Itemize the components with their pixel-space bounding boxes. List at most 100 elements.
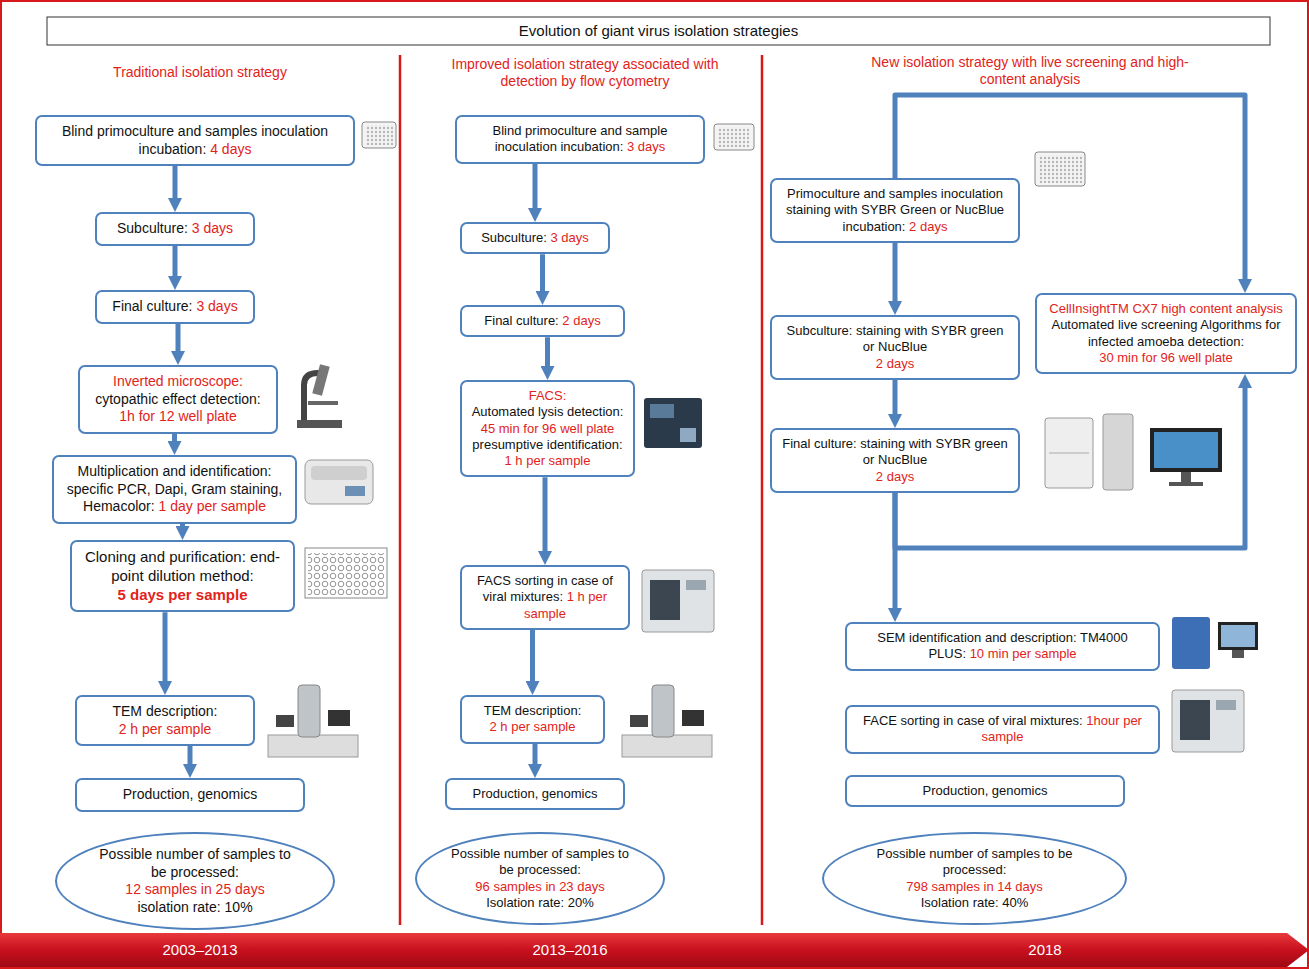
box-text: 4 days: [210, 141, 251, 157]
box-text: Isolation rate: 40%: [858, 895, 1091, 911]
dilution-grid-icon: [305, 548, 387, 598]
process-box: Production, genomics: [75, 778, 305, 812]
flow-cytometer-icon: [644, 398, 702, 448]
process-box: Production, genomics: [845, 775, 1125, 807]
tem-microscope-icon: [268, 685, 358, 757]
box-text: Possible number of samples to be process…: [451, 846, 629, 879]
box-text: 2 days: [562, 313, 600, 328]
process-box: FACS sorting in case of viral mixtures:1…: [460, 565, 630, 630]
process-box: Final culture: staining with SYBR green …: [770, 428, 1020, 493]
box-text: 5 days per sample: [80, 586, 285, 605]
process-box: TEM description:2 h per sample: [75, 695, 255, 746]
box-text: Final culture: staining with SYBR green …: [780, 436, 1010, 469]
box-text: TEM description:: [85, 703, 245, 721]
process-box: FACE sorting in case of viral mixtures:1…: [845, 705, 1160, 754]
title-frame: [47, 17, 1270, 45]
process-box: Blind primoculture and sample inoculatio…: [455, 115, 705, 164]
box-text: 1 h per sample: [470, 453, 625, 469]
column-divider: [761, 55, 764, 925]
well-plate-icon: [1035, 152, 1085, 186]
result-ellipse: Possible number of samples to be process…: [415, 832, 665, 925]
process-box: Production, genomics: [445, 778, 625, 810]
flow-arrow: [173, 246, 178, 283]
box-text: Blind primoculture and samples inoculati…: [62, 123, 328, 157]
box-text: Cloning and purification: end-point dilu…: [80, 548, 285, 586]
flow-arrow: [163, 612, 168, 687]
box-text: cytopathic effect detection:: [88, 391, 268, 409]
box-text: 1 day per sample: [159, 498, 266, 514]
column-heading: Improved isolation strategy associated w…: [430, 56, 740, 90]
flow-arrow: [180, 524, 185, 533]
flow-arrow: [533, 164, 538, 215]
box-text: Inverted microscope:: [88, 373, 268, 391]
box-text: Production, genomics: [85, 786, 295, 804]
box-text: 10 min per sample: [970, 646, 1077, 661]
flow-arrow: [893, 380, 898, 420]
box-text: FACS:: [470, 388, 625, 404]
box-text: isolation rate: 10%: [91, 899, 299, 917]
flow-arrow: [530, 630, 535, 687]
diagram-title: Evolution of giant virus isolation strat…: [47, 17, 1270, 45]
result-ellipse: Possible number of samples to be process…: [822, 832, 1127, 925]
flow-arrow: [540, 254, 545, 297]
box-text: Subculture: staining with SYBR green or …: [780, 323, 1010, 356]
box-text: Production, genomics: [855, 783, 1115, 799]
box-text: 2 days: [909, 219, 947, 234]
process-box: SEM identification and description: TM40…: [845, 622, 1160, 671]
box-text: Isolation rate: 20%: [451, 895, 629, 911]
process-box: Multiplication and identification: speci…: [52, 455, 297, 524]
box-text: Possible number of samples to be process…: [858, 846, 1091, 879]
box-text: 1h for 12 well plate: [88, 408, 268, 426]
box-text: Automated lysis detection:: [470, 404, 625, 420]
box-text: Subculture:: [117, 220, 188, 236]
box-text: 798 samples in 14 days: [858, 879, 1091, 895]
box-text: Final culture:: [112, 298, 192, 314]
high-content-analyzer-icon: [1045, 414, 1222, 490]
microscope-icon: [297, 364, 342, 428]
box-text: Automated live screening Algorithms for …: [1045, 317, 1287, 350]
flow-arrow: [172, 434, 177, 448]
cell-sorter-icon: [1172, 690, 1244, 752]
process-box: FACS:Automated lysis detection:45 min fo…: [460, 380, 635, 477]
flow-arrow: [533, 744, 538, 771]
box-text: 3 days: [196, 298, 237, 314]
process-box: Final culture:3 days: [95, 290, 255, 324]
column-heading: New isolation strategy with live screeni…: [860, 54, 1200, 88]
process-box: Primoculture and samples inoculation sta…: [770, 178, 1020, 243]
well-plate-icon: [362, 122, 396, 148]
box-text: FACE sorting in case of viral mixtures:: [863, 713, 1083, 728]
flow-arrow: [188, 746, 193, 770]
year-range: 2013–2016: [532, 933, 607, 967]
process-box: Inverted microscope:cytopathic effect de…: [78, 365, 278, 434]
process-box: Subculture: 3 days: [460, 222, 610, 254]
process-box: TEM description:2 h per sample: [460, 695, 605, 744]
box-text: TEM description:: [470, 703, 595, 719]
process-box: Subculture:3 days: [95, 212, 255, 246]
flow-arrow: [545, 337, 550, 372]
process-box: Blind primoculture and samples inoculati…: [35, 115, 355, 166]
process-box: Subculture: staining with SYBR green or …: [770, 315, 1020, 380]
box-text: 12 samples in 25 days: [91, 881, 299, 899]
flow-arrow: [543, 477, 548, 557]
box-text: 2 days: [780, 356, 1010, 372]
year-range: 2018: [1028, 933, 1061, 967]
flow-arrow: [176, 324, 181, 358]
well-plate-icon: [714, 124, 754, 150]
box-text: Final culture:: [484, 313, 558, 328]
box-text: 3 days: [627, 139, 665, 154]
flow-arrow: [893, 493, 898, 614]
process-box: Final culture: 2 days: [460, 305, 625, 337]
box-text: 30 min for 96 well plate: [1045, 350, 1287, 366]
sem-icon: [1172, 617, 1258, 669]
box-text: 3 days: [551, 230, 589, 245]
pcr-machine-icon: [305, 460, 373, 504]
box-text: Possible number of samples to be process…: [91, 846, 299, 881]
tem-microscope-icon: [622, 685, 712, 757]
year-range: 2003–2013: [162, 933, 237, 967]
box-text: 96 samples in 23 days: [451, 879, 629, 895]
box-text: Subculture:: [481, 230, 547, 245]
cell-sorter-icon: [642, 570, 714, 632]
process-box: Cloning and purification: end-point dilu…: [70, 540, 295, 612]
